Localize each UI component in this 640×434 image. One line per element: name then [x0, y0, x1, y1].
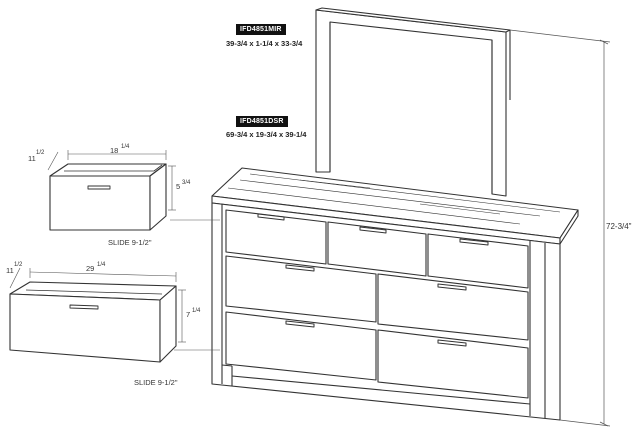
dresser-code-badge: IFD4851DSR — [236, 116, 288, 127]
small-drawer-height-frac: 3/4 — [182, 180, 191, 186]
large-drawer-drawing — [9, 267, 220, 363]
large-drawer-slide: SLIDE 9-1/2" — [134, 378, 178, 387]
large-drawer-depth: 11 — [6, 266, 14, 275]
large-drawer-depth-frac: 1/2 — [14, 262, 23, 268]
small-drawer-slide: SLIDE 9-1/2" — [108, 238, 152, 247]
mirror-drawing — [315, 7, 511, 197]
small-drawer-height: 5 — [176, 182, 181, 191]
mirror-code-badge: IFD4851MIR — [236, 24, 286, 35]
dresser-dimensions: 69-3/4 x 19-3/4 x 39-1/4 — [226, 130, 307, 139]
large-drawer-height-frac: 1/4 — [192, 308, 201, 314]
small-drawer-depth: 11 — [28, 154, 36, 163]
small-drawer-drawing — [47, 150, 220, 231]
large-drawer-height: 7 — [186, 310, 191, 319]
overall-height-label: 72-3/4" — [606, 222, 632, 231]
small-drawer-depth-frac: 1/2 — [36, 150, 45, 156]
small-drawer-width: 18 — [110, 146, 119, 155]
small-drawer-width-frac: 1/4 — [121, 144, 130, 150]
large-drawer-width-frac: 1/4 — [97, 262, 106, 268]
large-drawer-width: 29 — [86, 264, 95, 273]
dresser-drawing — [211, 167, 579, 421]
overall-height-dimension — [509, 29, 611, 427]
mirror-dimensions: 39-3/4 x 1-1/4 x 33-3/4 — [226, 39, 303, 48]
